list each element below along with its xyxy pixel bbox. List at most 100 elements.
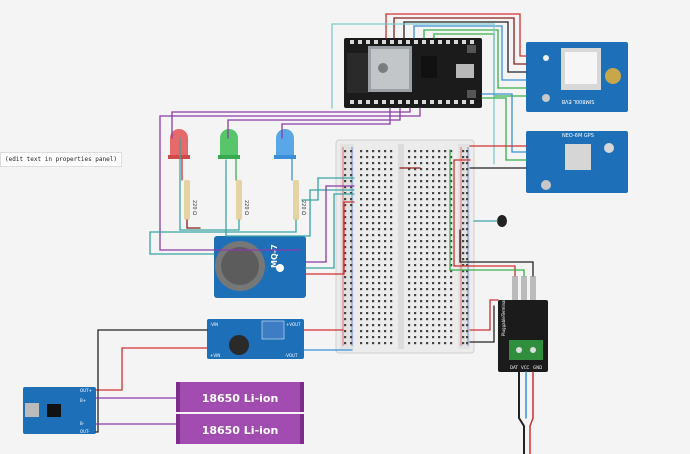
breadboard-hole [444, 312, 447, 315]
breadboard-hole [444, 300, 447, 303]
wire-black[interactable] [469, 305, 495, 343]
wire-purple[interactable] [227, 107, 401, 139]
breadboard-hole [466, 318, 469, 321]
breadboard-hole [344, 228, 347, 231]
breadboard-hole [344, 336, 347, 339]
breadboard-hole [466, 336, 469, 339]
wire-blue[interactable] [413, 25, 527, 81]
breadboard-hole [444, 264, 447, 267]
breadboard-hole [426, 306, 429, 309]
breadboard-hole [414, 252, 417, 255]
wire-purple[interactable] [159, 107, 421, 251]
wire-teal[interactable] [225, 159, 355, 237]
wire-purple[interactable] [171, 107, 411, 139]
breadboard-hole [426, 210, 429, 213]
battery-1[interactable]: 18650 Li-ion [176, 382, 304, 412]
led-blue[interactable] [274, 129, 296, 159]
breadboard-hole [450, 162, 453, 165]
breadboard-hole [466, 192, 469, 195]
wire-red[interactable] [529, 371, 534, 454]
breadboard-hole [462, 234, 465, 237]
breadboard[interactable] [335, 139, 475, 354]
wire-teal[interactable] [305, 193, 355, 269]
resistor-2[interactable]: 220 Ω [236, 180, 249, 220]
breadboard-hole [366, 324, 369, 327]
mq7-sensor[interactable]: MQ-7 [214, 236, 306, 298]
breadboard-hole [438, 162, 441, 165]
wire-purple[interactable] [281, 107, 391, 139]
wire-teal[interactable] [149, 219, 297, 255]
wire-teal[interactable] [301, 177, 355, 201]
breadboard-hole [366, 186, 369, 189]
breadboard-hole [420, 288, 423, 291]
text-annotation[interactable]: (edit text in properties panel) [0, 152, 122, 167]
breadboard-hole [462, 228, 465, 231]
breadboard-hole [390, 336, 393, 339]
breadboard-hole [372, 330, 375, 333]
breadboard-hole [360, 276, 363, 279]
resistor-1[interactable]: 220 Ω [184, 180, 197, 220]
breadboard-hole [344, 168, 347, 171]
breadboard-hole [344, 174, 347, 177]
gsm-module[interactable]: SIM800L EVB [526, 42, 628, 112]
esp32-board[interactable] [344, 38, 482, 108]
wire-dark-red[interactable] [186, 219, 201, 229]
wire-dark-red[interactable] [393, 17, 527, 65]
breadboard-hole [444, 252, 447, 255]
breadboard-hole [450, 168, 453, 171]
wire-red[interactable] [305, 201, 355, 275]
breadboard-hole [426, 282, 429, 285]
breadboard-hole [378, 336, 381, 339]
wire-teal[interactable] [179, 137, 240, 231]
breadboard-hole [350, 174, 353, 177]
esp32-pin [374, 100, 378, 104]
breadboard-hole [432, 180, 435, 183]
breadboard-hole [372, 180, 375, 183]
led-red[interactable] [168, 129, 190, 159]
charger-module[interactable]: OUT+ OUT- B+ B- [23, 387, 96, 434]
breadboard-hole [360, 228, 363, 231]
battery-2[interactable]: 18650 Li-ion [176, 414, 304, 444]
step-up-converter[interactable]: -VIN +VIN +VOUT -VOUT [207, 319, 304, 359]
wire-green[interactable] [481, 97, 527, 161]
breadboard-hole [360, 312, 363, 315]
breadboard-hole [408, 228, 411, 231]
breadboard-hole [378, 186, 381, 189]
breadboard-hole [378, 210, 381, 213]
breadboard-hole [466, 270, 469, 273]
breadboard-hole [432, 300, 435, 303]
breadboard-hole [344, 150, 347, 153]
wire-red[interactable] [469, 299, 499, 331]
temperature-sensor-board[interactable]: PluggableTerminal DAT VCC GND [498, 276, 548, 372]
breadboard-hole [420, 198, 423, 201]
breadboard-hole [420, 300, 423, 303]
esp32-pin [470, 100, 474, 104]
wire-black[interactable] [459, 229, 534, 277]
wire-red[interactable] [95, 347, 208, 391]
wire-red[interactable] [385, 13, 527, 57]
wire-green[interactable] [423, 29, 527, 89]
gps-module[interactable]: NEO-6M GPS [526, 131, 628, 193]
wire-black[interactable] [403, 21, 527, 73]
breadboard-hole [432, 336, 435, 339]
breadboard-hole [350, 240, 353, 243]
wire-black[interactable] [95, 329, 208, 433]
wire-green[interactable] [449, 149, 525, 277]
breadboard-hole [414, 246, 417, 249]
breadboard-hole [438, 198, 441, 201]
breadboard-hole [360, 252, 363, 255]
breadboard-hole [462, 192, 465, 195]
esp32-pin [366, 40, 370, 44]
breadboard-hole [426, 198, 429, 201]
wire-blue[interactable] [481, 93, 527, 153]
breadboard-hole [450, 264, 453, 267]
esp32-pin [414, 100, 418, 104]
resistor-3[interactable]: 220 Ω [293, 180, 306, 220]
breadboard-hole [350, 198, 353, 201]
wire-black[interactable] [518, 371, 525, 454]
buzzer-icon[interactable] [497, 215, 507, 227]
breadboard-hole [450, 342, 453, 345]
led-green[interactable] [218, 129, 240, 159]
wire-purple[interactable] [305, 185, 355, 263]
wire-red[interactable] [453, 159, 516, 277]
